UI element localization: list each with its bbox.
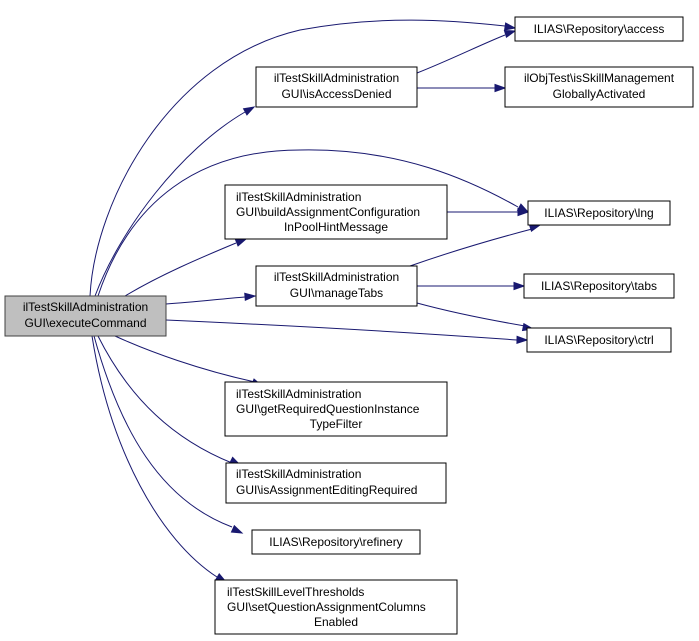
node-label-line: GloballyActivated xyxy=(553,87,646,101)
node-repository-ctrl[interactable]: ILIAS\Repository\ctrl xyxy=(526,327,672,353)
node-label-line: ilTestSkillAdministration xyxy=(236,387,361,401)
node-label-line: ILIAS\Repository\access xyxy=(534,22,665,36)
node-repository-tabs[interactable]: ILIAS\Repository\tabs xyxy=(523,273,675,299)
edge-executeCommand-to-getReqFilter xyxy=(114,335,264,387)
node-build-assignment-configuration-hint[interactable]: ilTestSkillAdministration GUI\buildAssig… xyxy=(224,184,448,240)
edge-line xyxy=(89,19,506,297)
edges-layer xyxy=(89,19,542,583)
node-label-line: GUI\getRequiredQuestionInstance xyxy=(236,402,420,416)
node-box xyxy=(526,327,672,353)
node-label-line: ILIAS\Repository\refinery xyxy=(269,535,402,549)
arrowhead-icon xyxy=(242,106,256,116)
edge-manageTabs-to-ctrl xyxy=(416,302,535,332)
edge-executeCommand-to-isAccessDenied xyxy=(94,106,256,297)
node-label-line: GUI\setQuestionAssignmentColumns xyxy=(227,600,426,614)
node-label-line: GUI\buildAssignmentConfiguration xyxy=(236,205,420,219)
node-label-line: ilTestSkillAdministration xyxy=(236,467,361,481)
node-manage-tabs[interactable]: ilTestSkillAdministration GUI\manageTabs xyxy=(255,265,418,307)
node-box xyxy=(225,462,447,504)
node-execute-command[interactable]: ilTestSkillAdministration GUI\executeCom… xyxy=(4,295,167,337)
edge-isAccessDenied-to-isSkillMgmt xyxy=(417,83,507,93)
edge-line xyxy=(165,296,246,305)
node-label-line: GUI\manageTabs xyxy=(290,286,383,300)
nodes-layer: ilTestSkillAdministration GUI\executeCom… xyxy=(4,16,694,635)
edge-executeCommand-to-setColumns xyxy=(91,335,228,583)
node-box xyxy=(504,66,694,108)
edge-line xyxy=(93,335,233,528)
arrowhead-icon xyxy=(528,223,542,233)
node-label-line: GUI\isAccessDenied xyxy=(281,87,391,101)
node-repository-lng[interactable]: ILIAS\Repository\lng xyxy=(527,200,671,226)
node-repository-access[interactable]: ILIAS\Repository\access xyxy=(514,16,684,42)
edge-executeCommand-to-isAssignEdit xyxy=(97,335,242,466)
node-box xyxy=(251,529,421,555)
node-box xyxy=(255,66,418,108)
arrowhead-icon xyxy=(513,281,526,291)
edge-buildHint-to-lng xyxy=(447,207,530,217)
edge-executeCommand-to-refinery xyxy=(93,335,244,534)
node-label-line: ilTestSkillAdministration xyxy=(274,71,399,85)
node-box xyxy=(224,381,448,437)
node-is-assignment-editing-required[interactable]: ilTestSkillAdministration GUI\isAssignme… xyxy=(225,462,447,504)
edge-line xyxy=(91,335,218,578)
edge-executeCommand-to-manageTabs xyxy=(165,292,257,305)
node-box xyxy=(4,295,167,337)
arrowhead-icon xyxy=(517,207,530,217)
edge-isAccessDenied-to-access xyxy=(416,29,517,74)
node-box xyxy=(255,265,418,307)
node-box xyxy=(527,200,671,226)
node-label-line: ilTestSkillAdministration xyxy=(236,190,361,204)
node-label-line: GUI\executeCommand xyxy=(24,316,146,330)
edge-line xyxy=(97,335,233,464)
node-label-line: ilTestSkillAdministration xyxy=(274,270,399,284)
edge-line xyxy=(94,111,246,297)
node-label-line: ilTestSkillLevelThresholds xyxy=(227,585,364,599)
node-label-line: TypeFilter xyxy=(310,417,363,431)
node-label-line: ILIAS\Repository\tabs xyxy=(541,279,657,293)
edge-line xyxy=(416,34,506,74)
edge-line xyxy=(416,302,526,327)
node-label-line: ILIAS\Repository\lng xyxy=(544,206,653,220)
node-label-line: ILIAS\Repository\ctrl xyxy=(544,333,653,347)
arrowhead-icon xyxy=(244,292,257,302)
node-set-question-assignment-columns-enabled[interactable]: ilTestSkillLevelThresholds GUI\setQuesti… xyxy=(214,579,458,635)
arrowhead-icon xyxy=(234,238,248,247)
node-label-line: Enabled xyxy=(314,615,358,629)
edge-line xyxy=(124,242,237,297)
node-is-access-denied[interactable]: ilTestSkillAdministration GUI\isAccessDe… xyxy=(255,66,418,108)
node-repository-refinery[interactable]: ILIAS\Repository\refinery xyxy=(251,529,421,555)
node-label-line: InPoolHintMessage xyxy=(284,220,388,234)
edge-manageTabs-to-tabs xyxy=(417,281,526,291)
arrowhead-icon xyxy=(516,335,529,344)
edge-line xyxy=(409,228,533,267)
arrowhead-icon xyxy=(494,83,507,93)
node-get-required-question-instance-type-filter[interactable]: ilTestSkillAdministration GUI\getRequire… xyxy=(224,381,448,437)
edge-line xyxy=(114,335,256,383)
node-box xyxy=(523,273,675,299)
node-box xyxy=(214,579,458,635)
edge-executeCommand-to-ctrl xyxy=(165,319,529,344)
edge-executeCommand-to-buildHint xyxy=(124,238,248,297)
node-is-skill-management-globally-activated[interactable]: ilObjTest\isSkillManagement GloballyActi… xyxy=(504,66,694,108)
node-box xyxy=(224,184,448,240)
arrowhead-icon xyxy=(230,524,244,534)
arrowhead-icon xyxy=(503,29,517,39)
node-label-line: ilObjTest\isSkillManagement xyxy=(524,71,675,85)
edge-line xyxy=(165,319,518,341)
arrowhead-icon xyxy=(503,22,517,31)
edge-line xyxy=(97,149,519,297)
node-box xyxy=(514,16,684,42)
node-label-line: GUI\isAssignmentEditingRequired xyxy=(236,483,417,497)
edge-executeCommand-to-access xyxy=(89,19,517,297)
node-label-line: ilTestSkillAdministration xyxy=(23,300,148,314)
